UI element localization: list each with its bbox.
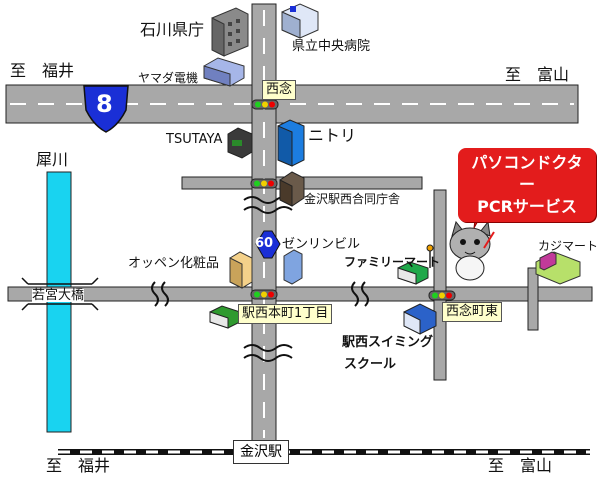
zenrin-building-icon [283,249,303,285]
direction-bottom-right: 至 富山 [488,456,553,475]
traffic-light-icon [428,290,456,301]
cat-mascot-icon [449,220,495,281]
road-breaks [151,196,369,362]
middle-east-west-road [7,286,593,302]
route-60-shield-icon [255,230,281,259]
label-yamada: ヤマダ電機 [138,71,199,85]
label-tsutaya: TSUTAYA [166,132,223,147]
route-60-number: 60 [255,236,274,251]
nitori-building-icon [277,119,305,167]
label-familymart: ファミリーマート [344,255,441,269]
station-label: 金沢駅 [233,440,289,464]
river-label: 犀川 [36,150,69,169]
intersection-sainen-higashi: 西念町東 [442,302,503,322]
route-8-number: 8 [96,90,113,118]
side-road-far-east [527,267,539,331]
familymart-store-icon [397,244,434,285]
pcr-service-callout: パソコンドクター PCRサービス [458,148,596,222]
label-zenrin: ゼンリンビル [282,237,361,252]
hospital-building-icon [281,3,319,39]
callout-line2: PCRサービス [477,197,577,216]
swimming-school-building-icon [403,303,437,335]
direction-top-right: 至 富山 [505,65,570,84]
tsutaya-building-icon [227,127,253,159]
label-nitori: ニトリ [308,126,357,145]
prefectural-office-building-icon [211,7,249,57]
kajimart-store-icon [535,251,581,285]
label-kajimart: カジマート [538,239,599,253]
traffic-light-icon [250,178,278,189]
label-joint-office: 金沢駅西合同庁舎 [304,192,401,206]
label-prefectural-office: 石川県庁 [140,20,205,39]
joint-office-building-icon [279,171,305,207]
callout-line1: パソコンドクター [471,153,583,194]
label-swimming-line2: スクール [344,357,397,372]
label-central-hospital: 県立中央病院 [292,39,371,54]
traffic-light-icon [250,289,278,300]
direction-bottom-left: 至 福井 [46,456,111,475]
direction-top-left: 至 福井 [10,61,75,80]
intersection-sainen: 西念 [262,80,297,100]
wakamiya-bridge [21,277,99,311]
label-oppen: オッペン化粧品 [128,256,220,271]
oppen-building-icon [229,251,253,289]
bridge-label: 若宮大橋 [32,288,85,303]
sai-river [46,171,72,433]
label-swimming-line1: 駅西スイミング [342,335,434,350]
intersection-ekinishi-honmachi: 駅西本町1丁目 [238,304,333,324]
side-road-east [433,189,447,381]
traffic-light-icon [251,99,279,110]
yamada-building-icon [203,57,245,87]
route-8-shield-icon [83,85,129,133]
ekinishi-store-icon [209,305,241,329]
route-60-road [251,3,277,443]
